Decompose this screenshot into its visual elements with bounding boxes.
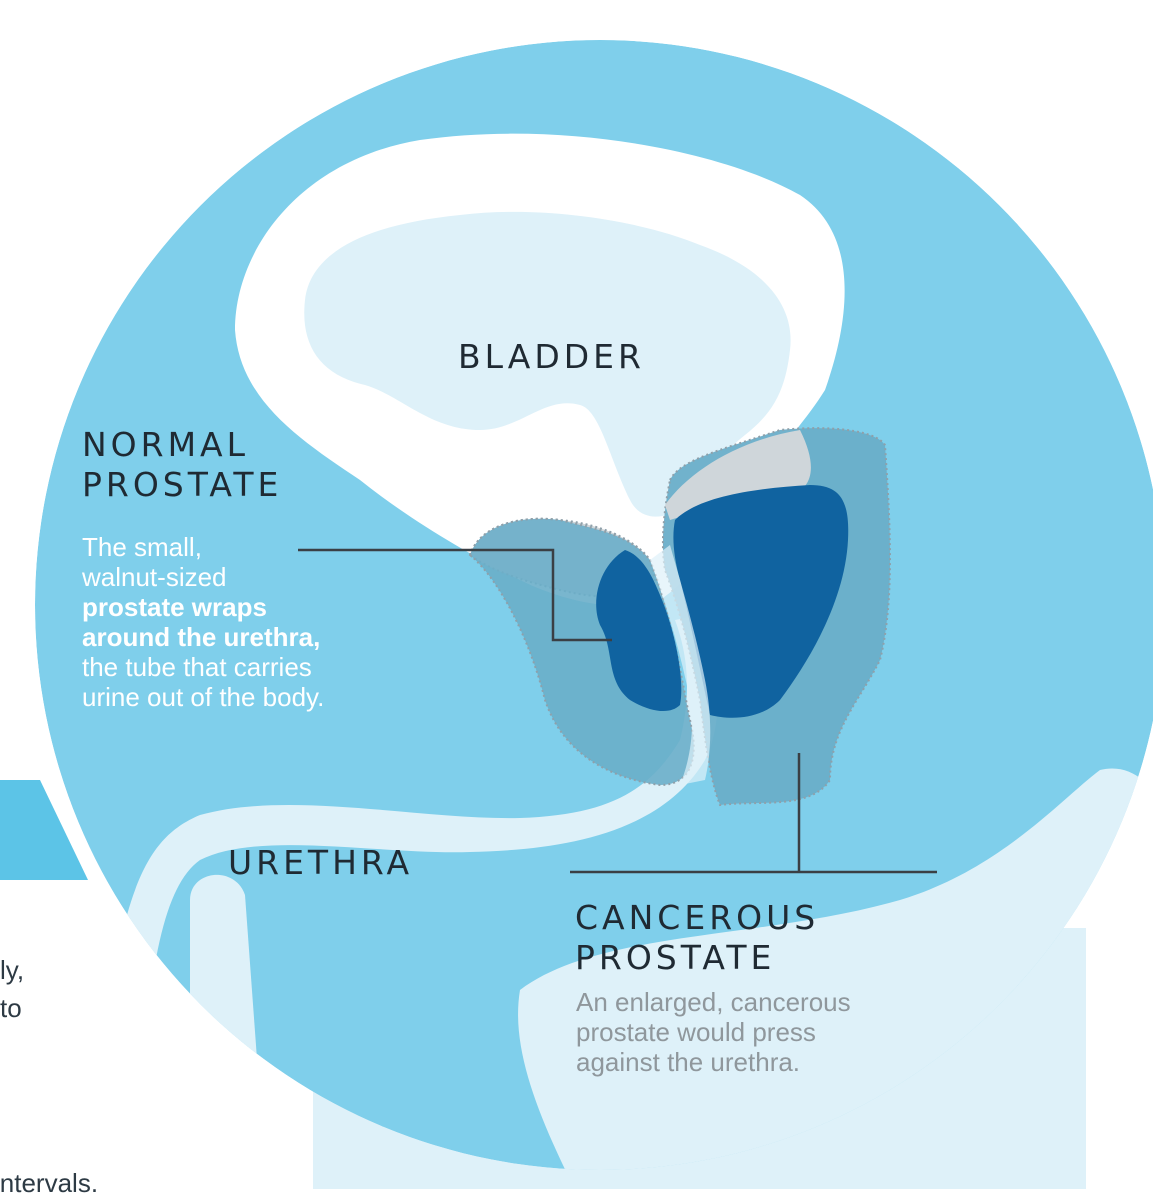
normal-prostate-description: The small, walnut-sized prostate wraps a… — [82, 532, 402, 712]
normal-desc-line6: urine out of the body. — [82, 682, 402, 712]
cancerous-prostate-label-line2: PROSTATE — [575, 938, 819, 978]
cancerous-prostate-label: CANCEROUS PROSTATE — [575, 898, 819, 978]
cancerous-prostate-label-line1: CANCEROUS — [575, 898, 819, 938]
cancer-desc-line2: prostate would press — [576, 1017, 936, 1047]
urethra-label: URETHRA — [228, 843, 413, 883]
background-text-fragment-2: to — [0, 993, 22, 1023]
cancer-desc-line1: An enlarged, cancerous — [576, 987, 936, 1017]
normal-prostate-label-line1: NORMAL — [82, 425, 282, 465]
normal-prostate-label: NORMAL PROSTATE — [82, 425, 282, 505]
cancerous-prostate-description: An enlarged, cancerous prostate would pr… — [576, 987, 936, 1077]
normal-desc-line5: the tube that carries — [82, 652, 402, 682]
normal-prostate-label-line2: PROSTATE — [82, 465, 282, 505]
normal-desc-bold2-text: around the urethra, — [82, 622, 320, 652]
normal-desc-bold2: around the urethra, — [82, 622, 402, 652]
normal-desc-line2: walnut-sized — [82, 562, 402, 592]
bladder-label: BLADDER — [458, 337, 645, 377]
cancer-desc-line3: against the urethra. — [576, 1047, 936, 1077]
background-text-fragment-3: intervals. — [0, 1168, 98, 1198]
background-text-fragment-1: ly, — [0, 955, 24, 985]
normal-desc-bold1-text: prostate wraps — [82, 592, 267, 622]
normal-desc-line1: The small, — [82, 532, 402, 562]
normal-desc-bold1: prostate wraps — [82, 592, 402, 622]
